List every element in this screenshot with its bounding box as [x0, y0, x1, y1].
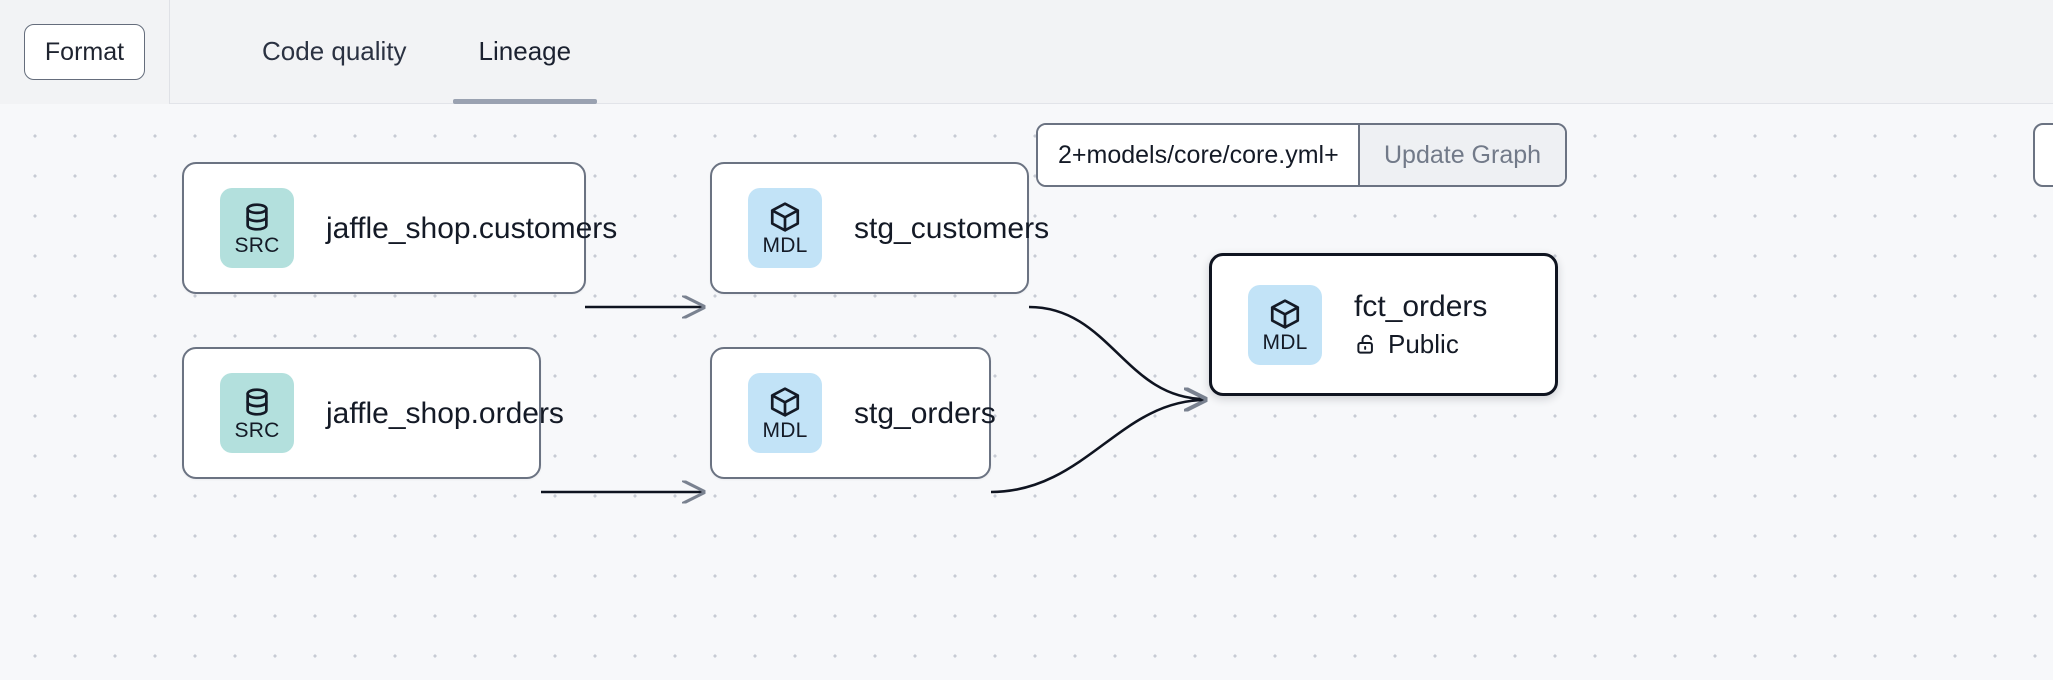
node-text: stg_customers	[854, 212, 1049, 245]
lineage-canvas[interactable]: SRC jaffle_shop.customers MDL stg_custom…	[0, 104, 2053, 680]
node-access-label: Public	[1388, 328, 1459, 359]
format-button[interactable]: Format	[23, 23, 146, 80]
edge-stg-orders-to-fct-orders	[990, 400, 1205, 494]
tab-code-quality-label: Code quality	[262, 36, 407, 66]
node-title: stg_customers	[854, 211, 1050, 245]
lineage-node-stg-customers[interactable]: MDL stg_customers	[710, 162, 1049, 294]
database-icon	[246, 388, 268, 416]
lineage-edges	[541, 104, 2053, 680]
node-title: jaffle_shop.orders	[326, 396, 564, 430]
tab-lineage-label: Lineage	[478, 36, 572, 66]
graph-side-control-button[interactable]	[2033, 123, 2053, 187]
node-text: jaffle_shop.customers	[326, 212, 617, 245]
src-badge-label: SRC	[234, 234, 280, 257]
node-title: fct_orders	[1354, 289, 1488, 323]
lineage-node-fct-orders[interactable]: MDL fct_orders Public	[1209, 253, 1558, 396]
mdl-badge-label: MDL	[1262, 330, 1308, 354]
graph-controls: Update Graph	[1036, 123, 1568, 187]
src-badge-label: SRC	[234, 419, 280, 442]
node-text: stg_orders	[854, 397, 996, 430]
cube-icon	[770, 387, 800, 417]
tab-bar: Code quality Lineage	[170, 0, 607, 104]
cube-icon	[1270, 298, 1300, 329]
cube-icon	[770, 202, 800, 232]
node-title: stg_orders	[854, 396, 996, 430]
update-graph-button[interactable]: Update Graph	[1358, 125, 1566, 185]
graph-selector-input[interactable]	[1038, 125, 1358, 185]
lineage-node-jaffle-shop-customers[interactable]: SRC jaffle_shop.customers	[182, 162, 617, 294]
src-badge: SRC	[220, 373, 294, 453]
node-title: jaffle_shop.customers	[326, 211, 618, 245]
mdl-badge-label: MDL	[762, 234, 808, 257]
src-badge: SRC	[220, 188, 294, 268]
tab-code-quality[interactable]: Code quality	[226, 0, 443, 104]
mdl-badge: MDL	[748, 188, 822, 268]
edge-stg-customers-to-fct-orders	[1028, 305, 1205, 399]
unlock-icon	[1357, 334, 1373, 354]
format-button-zone: Format	[0, 0, 170, 104]
mdl-badge: MDL	[1248, 284, 1322, 365]
node-text: jaffle_shop.orders	[326, 397, 564, 430]
lineage-node-stg-orders[interactable]: MDL stg_orders	[710, 347, 996, 479]
database-icon	[246, 203, 268, 231]
node-text: fct_orders Public	[1354, 290, 1487, 360]
lineage-node-jaffle-shop-orders[interactable]: SRC jaffle_shop.orders	[182, 347, 564, 479]
mdl-badge-label: MDL	[762, 419, 808, 442]
node-access-badge: Public	[1354, 329, 1487, 360]
mdl-badge: MDL	[748, 373, 822, 453]
tab-lineage[interactable]: Lineage	[443, 0, 608, 104]
editor-toolbar: Format Code quality Lineage	[0, 0, 2053, 104]
